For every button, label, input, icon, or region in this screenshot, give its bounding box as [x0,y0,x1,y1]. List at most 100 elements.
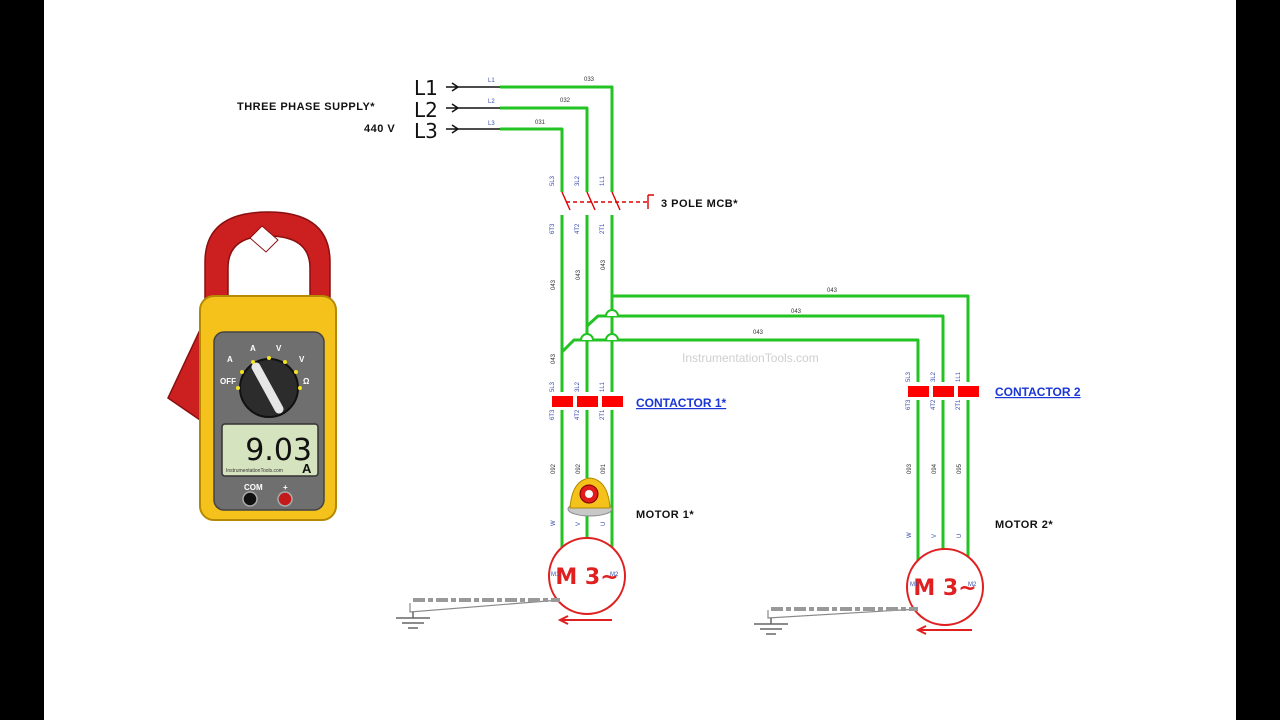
ground-icon [754,618,788,635]
mcb-pin: 5L3 [550,175,556,186]
mcb-pin: 2T1 [600,223,606,234]
wire-tag: 092 [576,463,582,474]
clamp-meter: OFF A A V V Ω 9.03 A InstrumentationTool… [167,211,337,521]
dial-label-ac-volts: V [276,344,282,353]
motor1-pin: U [601,522,607,526]
contactor2-pin: 6T3 [906,399,912,410]
phase-l1-label: L1 [414,76,438,100]
motor1-pin: W [551,520,557,526]
contactor1-pin: 1L1 [600,381,606,392]
mcb-pin: 1L1 [600,175,606,186]
motor1-symbol: M 3~ M1 M2 [548,537,626,625]
motor1-term-right: M2 [610,572,619,578]
contactor2-pin: 2T1 [956,399,962,410]
wire-tag-031: 031 [535,120,546,126]
mcb-pin-labels: 5L3 3L2 1L1 6T3 4T2 2T1 043 043 043 [550,175,607,290]
dial-label-ac-amps: A [227,355,233,364]
motor1-term-left: M1 [551,572,560,578]
wire-tag: 093 [907,463,913,474]
contactor1-pin-labels: 5L3 3L2 1L1 6T3 4T2 2T1 092 092 091 W V … [550,381,607,526]
contactor2-pin: 3L2 [931,371,937,382]
dial-label-ohms: Ω [303,377,310,386]
meter-unit: A [302,461,312,476]
motor1-ground [396,598,561,629]
rotation-arrow-icon [915,625,927,635]
contactor1-pin: 6T3 [550,409,556,420]
motor2-term-right: M2 [968,582,977,588]
motor1-text: M 3~ [555,565,618,590]
com-jack[interactable] [242,491,258,507]
mcb-symbol [561,191,654,211]
wire-crossovers [580,309,619,341]
jaw-gap [249,225,279,253]
contactor1-pin: 2T1 [600,409,606,420]
wire-tag: 043 [576,269,582,280]
watermark: InstrumentationTools.com [682,351,819,365]
contactor1-label[interactable]: CONTACTOR 1* [636,396,727,410]
phase-l3-label: L3 [414,119,438,143]
terminal-tag-l3: L3 [488,121,495,127]
branch-tag: 043 [753,330,764,336]
phase-wires [500,85,970,570]
contactor1-pin: 4T2 [575,409,581,420]
motor2-text: M 3~ [913,576,976,601]
terminal-tag-l2: L2 [488,99,495,105]
motor2-term-left: M1 [910,582,919,588]
motor2-symbol: M 3~ M1 M2 [906,548,984,635]
wire-tag: 043 [551,279,557,290]
motor2-pin: V [932,534,938,538]
mcb-pin: 6T3 [550,223,556,234]
dial-label-off: OFF [220,377,236,386]
dial-indicators [236,356,302,390]
plus-jack[interactable] [277,491,293,507]
meter-reading: 9.03 [245,433,312,468]
contactor2-label[interactable]: CONTACTOR 2 [995,385,1081,399]
ground-icon [396,612,430,629]
contactor2-pin-labels: 5L3 3L2 1L1 6T3 4T2 2T1 093 094 095 W V … [906,371,963,538]
wire-tag: 043 [601,259,607,270]
motor2-pin: W [907,532,913,538]
meter-trigger [167,329,201,422]
contactor2-pin: 1L1 [956,371,962,382]
contactor1-pin: 5L3 [550,381,556,392]
lcd-watermark: InstrumentationTools.com [226,468,283,474]
dial-label-dc-volts: V [299,355,305,364]
mcb-pin: 4T2 [575,223,581,234]
dial-label-dc-amps: A [250,344,256,353]
terminal-tag-l1: L1 [488,78,495,84]
wire-tag-033: 033 [584,77,595,83]
branch-tag: 043 [791,309,802,315]
motor2-label: MOTOR 2* [995,519,1053,531]
dial-pointer [251,362,284,414]
diagram-canvas: THREE PHASE SUPPLY* 440 V L1 L2 L3 L1 L2… [44,0,1236,720]
meter-jaw [204,211,331,301]
supply-title: THREE PHASE SUPPLY* [237,101,375,113]
jack-label-plus: + [283,483,288,492]
contactor2-pin: 4T2 [931,399,937,410]
wire-tag: 092 [551,463,557,474]
contactor2-pin: 5L3 [906,371,912,382]
mcb-label: 3 POLE MCB* [661,198,738,210]
motor1-label: MOTOR 1* [636,509,694,521]
jack-label-com: COM [244,483,263,492]
wiring-diagram: THREE PHASE SUPPLY* 440 V L1 L2 L3 L1 L2… [167,76,1081,635]
meter-lcd [221,423,319,477]
branch-tag: 043 [827,288,838,294]
clamp-indicator [567,477,613,517]
supply-voltage: 440 V [364,123,395,135]
mcb-pin: 3L2 [575,175,581,186]
wire-tag-032: 032 [560,98,571,104]
branch-tag: 043 [551,353,557,364]
motor2-pin: U [957,534,963,538]
supply-arrows [446,82,500,134]
wire-tag: 095 [957,463,963,474]
motor1-pin: V [576,522,582,526]
contactor1-contacts [552,396,623,407]
phase-l2-label: L2 [414,98,438,122]
motor2-ground [754,607,919,635]
wire-tag: 094 [932,463,938,474]
wire-tag: 091 [601,463,607,474]
contactor1-pin: 3L2 [575,381,581,392]
rotation-arrow-icon [557,615,569,625]
contactor2-contacts [908,386,979,397]
